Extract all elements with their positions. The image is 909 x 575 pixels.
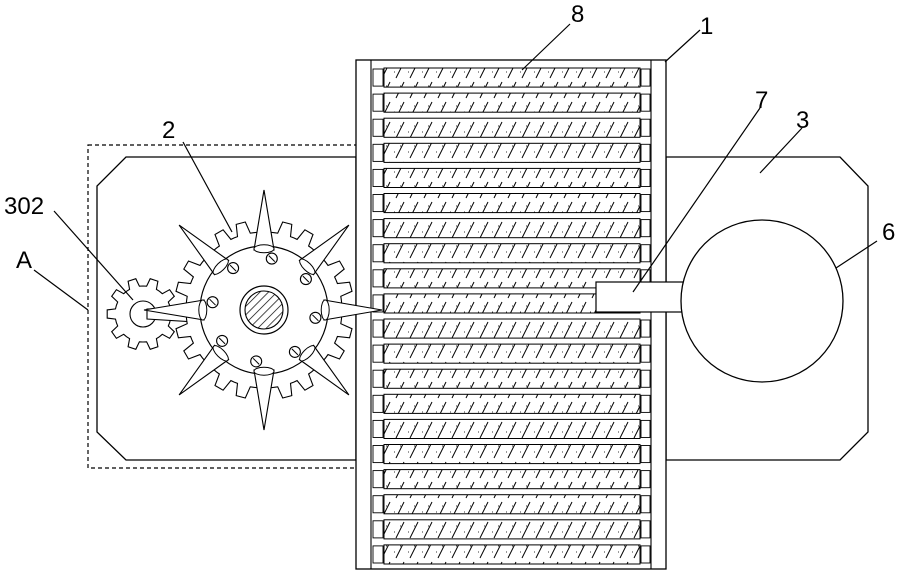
roller [384, 445, 640, 464]
roller-end-right [641, 471, 650, 488]
roller-end-left [373, 169, 383, 186]
label-8: 8 [571, 1, 584, 28]
wheel-spike [254, 190, 274, 250]
roller-end-left [373, 345, 383, 362]
roller [384, 143, 640, 162]
roller-end-left [373, 471, 383, 488]
roller [384, 319, 640, 338]
roller-end-right [641, 345, 650, 362]
roller-end-left [373, 69, 383, 86]
roller-end-left [373, 220, 383, 237]
disc [681, 220, 843, 382]
roller-end-right [641, 195, 650, 212]
leader-line-3 [760, 128, 802, 173]
roller-end-right [641, 220, 650, 237]
roller [384, 93, 640, 112]
label-3: 3 [796, 107, 809, 134]
roller-end-right [641, 521, 650, 538]
label-6: 6 [882, 219, 895, 246]
roller-end-left [373, 521, 383, 538]
wheel-spike [254, 370, 274, 430]
wheel-shaft [245, 291, 283, 329]
roller [384, 118, 640, 137]
connecting-rod [596, 282, 683, 312]
roller-end-left [373, 245, 383, 262]
roller [384, 520, 640, 539]
roller-end-right [641, 546, 650, 563]
roller-end-right [641, 446, 650, 463]
roller-end-right [641, 395, 650, 412]
roller [384, 344, 640, 363]
roller [384, 394, 640, 413]
spike-base [254, 245, 274, 253]
roller-end-left [373, 144, 383, 161]
label-7: 7 [755, 87, 768, 114]
roller-end-right [641, 119, 650, 136]
label-302: 302 [4, 193, 44, 220]
roller-end-left [373, 320, 383, 337]
leader-line-302 [54, 211, 133, 300]
roller [384, 194, 640, 213]
roller-end-right [641, 69, 650, 86]
spike-base [199, 300, 207, 320]
roller [384, 168, 640, 187]
roller-end-right [641, 370, 650, 387]
roller-end-right [641, 144, 650, 161]
roller-end-left [373, 370, 383, 387]
roller [384, 495, 640, 514]
roller-end-left [373, 94, 383, 111]
roller [384, 219, 640, 238]
roller-end-left [373, 496, 383, 513]
roller-end-right [641, 169, 650, 186]
roller-end-left [373, 270, 383, 287]
leader-line-1 [665, 30, 700, 62]
leader-line-2 [183, 142, 232, 232]
roller-end-right [641, 94, 650, 111]
spike-base [254, 367, 274, 375]
roller [384, 369, 640, 388]
roller-end-right [641, 496, 650, 513]
roller [384, 419, 640, 438]
label-1: 1 [700, 13, 713, 40]
leader-line-a [34, 270, 88, 310]
leader-line-6 [836, 241, 877, 268]
roller-end-right [641, 420, 650, 437]
roller [384, 68, 640, 87]
roller-end-right [641, 245, 650, 262]
roller-end-left [373, 546, 383, 563]
roller [384, 470, 640, 489]
spike-base [321, 300, 329, 320]
roller-end-left [373, 446, 383, 463]
label-a: A [16, 247, 32, 274]
roller-end-left [373, 420, 383, 437]
roller-end-left [373, 119, 383, 136]
roller-end-left [373, 195, 383, 212]
roller [384, 545, 640, 564]
spiked-wheel [144, 190, 382, 430]
roller [384, 244, 640, 263]
roller-end-left [373, 395, 383, 412]
label-2: 2 [162, 117, 175, 144]
roller-end-right [641, 320, 650, 337]
